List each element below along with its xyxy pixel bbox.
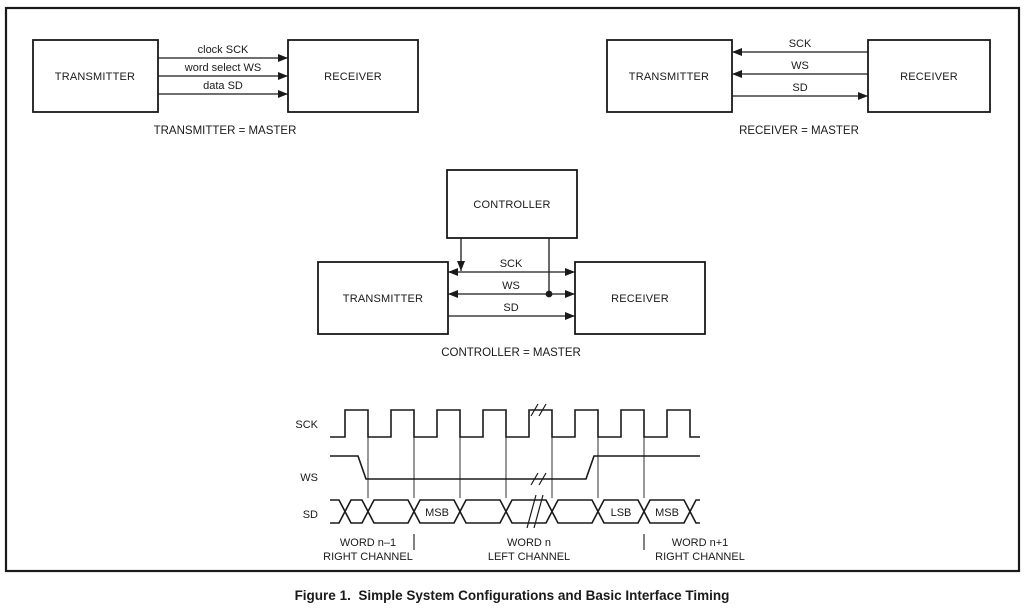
transmitter-box-label: TRANSMITTER [343,293,423,305]
receiver-box-label: RECEIVER [900,71,958,83]
word-name: WORD n [507,537,551,549]
ws-label: WS [791,60,809,72]
timing-diagram: SCK WS SD MSB LSB MSB [295,403,745,563]
sd-label: SD [503,302,518,314]
controller-master-caption: CONTROLLER = MASTER [441,347,581,359]
word-name: WORD n+1 [672,537,729,549]
receiver-box [867,39,991,113]
break-marks [526,403,547,529]
receiver-box-label: RECEIVER [324,71,382,83]
sd-waveform-label: SD [303,509,318,521]
receiver-master-caption: RECEIVER = MASTER [739,125,859,137]
transmitter-box-label: TRANSMITTER [55,71,135,83]
sck-waveform-label: SCK [295,419,318,431]
msb-next-cell-label: MSB [655,507,679,519]
word-label-current: WORD n LEFT CHANNEL [488,537,570,563]
sd-waveform-rail-b [330,499,700,524]
receiver-box-label: RECEIVER [611,293,669,305]
ws-waveform-label: WS [300,472,318,484]
system-config-transmitter-master: TRANSMITTER RECEIVER clock SCK word sele… [32,39,419,137]
word-channel: LEFT CHANNEL [488,551,570,563]
sck-label: SCK [500,258,523,270]
transmitter-box [317,261,449,335]
transmitter-master-caption: TRANSMITTER = MASTER [154,125,297,137]
transmitter-box-label: TRANSMITTER [629,71,709,83]
controller-box [446,169,578,239]
word-channel: RIGHT CHANNEL [655,551,745,563]
msb-cell-label: MSB [425,507,449,519]
controller-box-label: CONTROLLER [473,199,550,211]
sck-waveform [330,409,700,438]
clock-gridlines [367,437,645,498]
sd-break-icon [526,494,544,529]
word-name: WORD n–1 [340,537,396,549]
figure-caption: Figure 1. Simple System Configurations a… [295,588,730,603]
sck-label: SCK [789,38,812,50]
sd-label: SD [792,82,807,94]
word-channel: RIGHT CHANNEL [323,551,413,563]
word-label-next: WORD n+1 RIGHT CHANNEL [655,537,745,563]
lsb-cell-label: LSB [611,507,632,519]
ws-waveform [330,455,700,480]
word-select-ws-label: word select WS [184,62,261,74]
receiver-box [287,39,419,113]
ws-label: WS [502,280,520,292]
data-sd-label: data SD [203,80,243,92]
receiver-box [574,261,706,335]
sck-break-icon [530,403,547,417]
word-label-previous: WORD n–1 RIGHT CHANNEL [323,537,413,563]
figure-border [4,6,1021,573]
clock-sck-label: clock SCK [198,44,249,56]
junction-dot [545,290,553,298]
system-config-receiver-master: TRANSMITTER RECEIVER SCK WS SD RECEIVER … [606,38,991,137]
system-config-controller-master: CONTROLLER TRANSMITTER RECEIVER SCK WS S… [317,169,706,359]
transmitter-box [32,39,159,113]
ws-break-icon [530,472,547,486]
